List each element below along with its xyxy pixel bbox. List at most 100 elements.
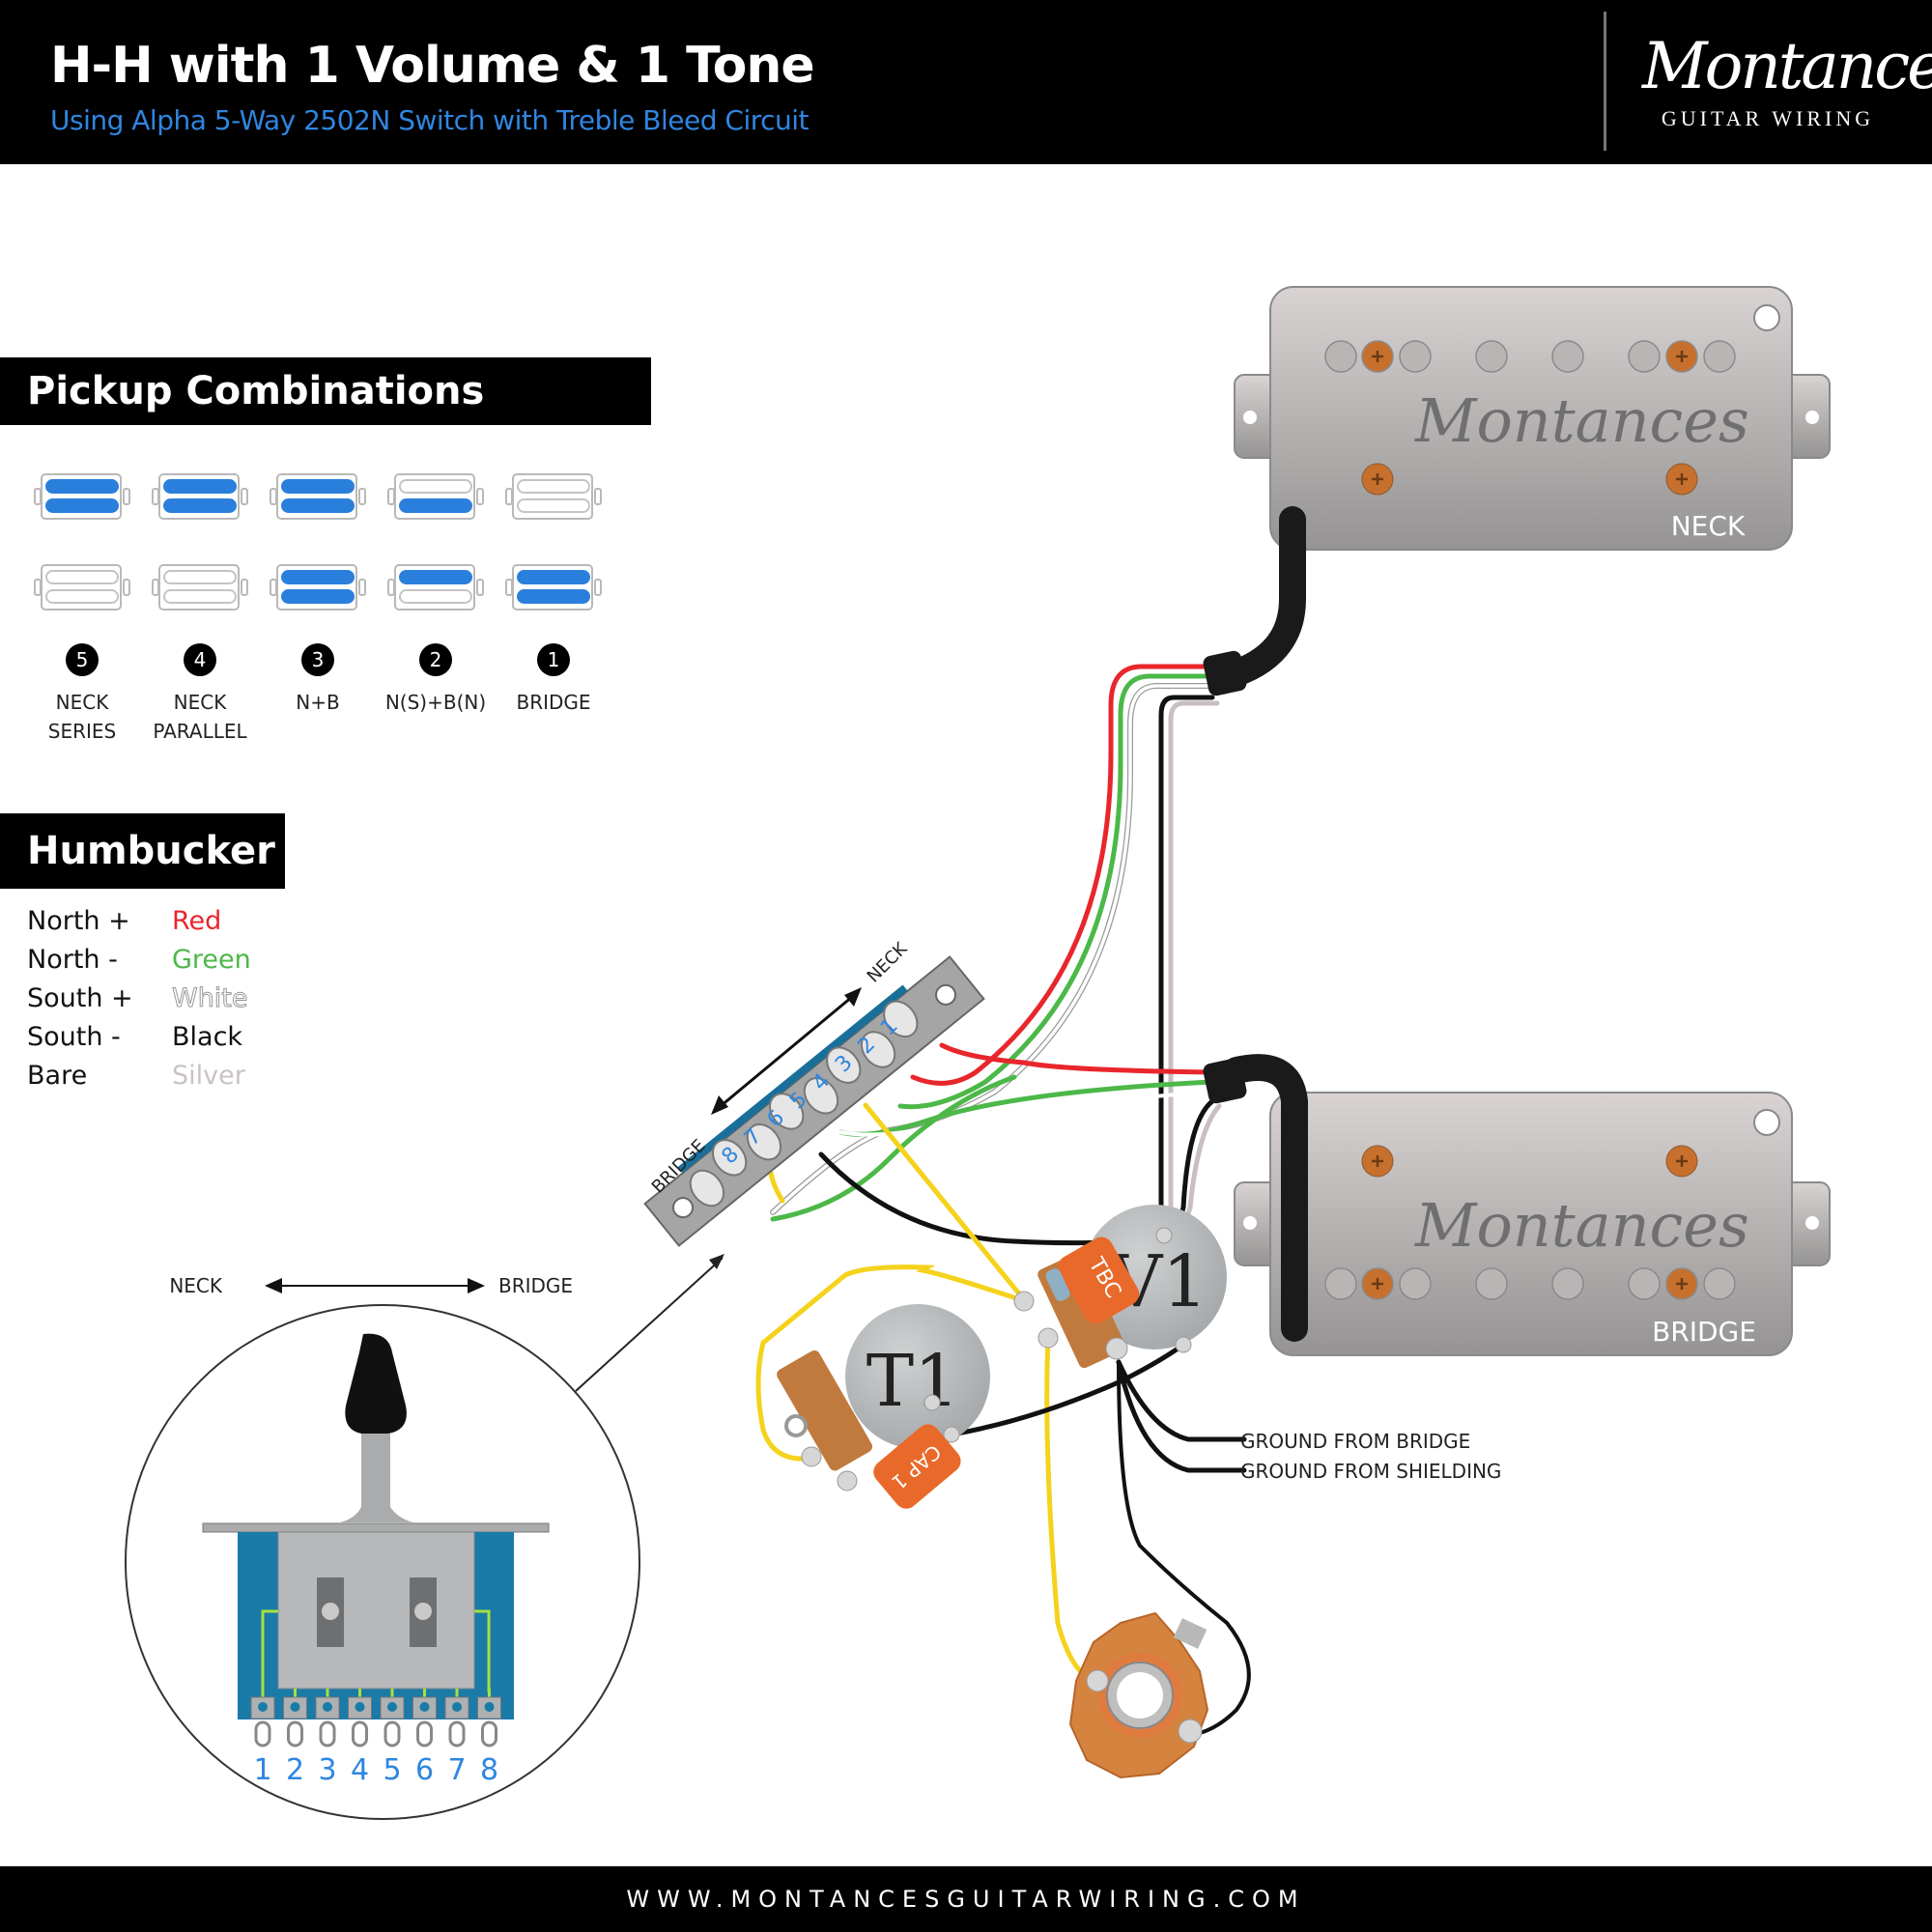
wires: [755, 664, 1251, 1736]
pole-slug: [1475, 1267, 1508, 1300]
pole-slug: [1628, 340, 1661, 373]
detail-lug-number: 8: [480, 1753, 498, 1787]
screw-slot: [1372, 1278, 1383, 1290]
screw-slot: [1372, 473, 1383, 485]
position-number-badge: 2: [419, 643, 452, 676]
pole-slug: [1703, 1267, 1736, 1300]
coil-top: [517, 570, 590, 584]
detail-lug-number: 3: [318, 1753, 336, 1787]
mount-hole: [1243, 1216, 1257, 1230]
cover-hole: [1753, 304, 1780, 331]
volume-pot-body: [1082, 1205, 1227, 1350]
coil-top: [163, 570, 237, 584]
coil-bottom: [45, 498, 119, 513]
screw-slot: [1676, 1155, 1688, 1167]
detail-neck-label: NECK: [169, 1274, 223, 1297]
coil-bottom: [399, 498, 472, 513]
coil-top: [281, 570, 355, 584]
coil-bottom: [281, 498, 355, 513]
switch-housing: [277, 1531, 475, 1690]
switch-lug: [860, 1031, 896, 1068]
coil-bottom: [517, 498, 590, 513]
switch-tip-knob: [345, 1333, 407, 1434]
mini-humbucker-bridge: [505, 564, 602, 612]
tone-solder-point: [923, 1394, 941, 1411]
mini-humbucker-neck: [387, 473, 484, 522]
lug-dot: [355, 1702, 365, 1712]
switch-lug: [826, 1046, 862, 1084]
mini-humbucker-neck: [152, 473, 248, 522]
pole-slug: [1628, 1267, 1661, 1300]
coil-top: [399, 479, 472, 494]
bridge-pickup-cable: [1203, 1054, 1308, 1342]
legend-wire-color: Black: [172, 1022, 243, 1052]
lug-dot: [419, 1702, 430, 1712]
switch-mount-hole: [935, 983, 957, 1006]
humbucker-heading: Humbucker: [0, 813, 285, 889]
neck-bare-wire: [1168, 700, 1220, 1230]
yellow-switch-to-volume-wire: [863, 1102, 1025, 1300]
neck-black-wire: [1158, 695, 1215, 1230]
callout-arrow-head: [709, 1254, 724, 1269]
position-label: BRIDGE: [516, 691, 591, 714]
legend-row: North -Green: [27, 945, 278, 983]
ground-from-shielding-wire: [1116, 1359, 1247, 1473]
tone-pot-label: T1: [867, 1340, 959, 1423]
coil-bottom: [281, 589, 355, 604]
bridge-red-wire: [939, 1042, 1215, 1075]
screw-slot: [1372, 1155, 1383, 1167]
mini-humbucker-bridge: [270, 564, 366, 612]
position-number-badge: 3: [301, 643, 334, 676]
tone-lug-1: [784, 1414, 808, 1437]
mini-humbucker-bridge: [34, 564, 130, 612]
legend-signal: South +: [27, 983, 133, 1013]
page-subtitle: Using Alpha 5-Way 2502N Switch with Treb…: [50, 104, 810, 136]
ground-from-shielding-label: GROUND FROM SHIELDING: [1240, 1460, 1501, 1483]
direction-arrow-line: [714, 990, 859, 1113]
position-label: NECK: [173, 691, 227, 714]
tone-pot-body: [845, 1304, 990, 1449]
switch-detail-lug: [481, 1720, 497, 1747]
lug-dot: [323, 1702, 332, 1712]
pole-slug: [1703, 340, 1736, 373]
volume-pot: V1 TBC: [1013, 1205, 1227, 1369]
coil-top: [45, 570, 119, 584]
mini-humbucker-neck: [270, 473, 366, 522]
mini-ear: [241, 488, 248, 505]
mount-hole: [1805, 411, 1819, 424]
yellow-volume-to-tone-wire: [755, 1264, 1022, 1462]
switch-detail-lug: [254, 1720, 271, 1747]
legend-row: South +White: [27, 983, 278, 1022]
jack-tip-solder: [1086, 1669, 1109, 1692]
switch-detail-lug: [287, 1720, 303, 1747]
coil-bottom: [45, 589, 119, 604]
mini-ear: [123, 579, 130, 596]
legend-signal: North +: [27, 906, 130, 936]
neck-red-wire: [910, 664, 1210, 1086]
mini-humbucker-bridge: [152, 564, 248, 612]
tone-lug-3: [837, 1470, 858, 1492]
mini-ear: [594, 579, 602, 596]
tone-pot: T1 CAP 1: [777, 1304, 990, 1509]
detail-lug-number: 7: [447, 1753, 466, 1787]
pole-slug: [1551, 1267, 1584, 1300]
detail-bridge-label: BRIDGE: [498, 1274, 573, 1297]
website-url[interactable]: WWW.MONTANCESGUITARWIRING.COM: [626, 1886, 1306, 1913]
arrow-head-bridge: [711, 1095, 728, 1115]
legend-signal: South -: [27, 1022, 121, 1052]
neck-pickup-brand: Montances: [1414, 385, 1749, 456]
switch-rivet: [414, 1603, 432, 1620]
screw-slot: [1676, 351, 1688, 362]
switch-lever: [340, 1434, 413, 1522]
ground-from-bridge-label: GROUND FROM BRIDGE: [1240, 1430, 1470, 1453]
neck-green-wire: [897, 673, 1210, 1110]
jack-sleeve-solder: [1178, 1719, 1203, 1744]
switch-mount-plate: [202, 1522, 550, 1533]
switch-lug: [711, 1139, 748, 1177]
